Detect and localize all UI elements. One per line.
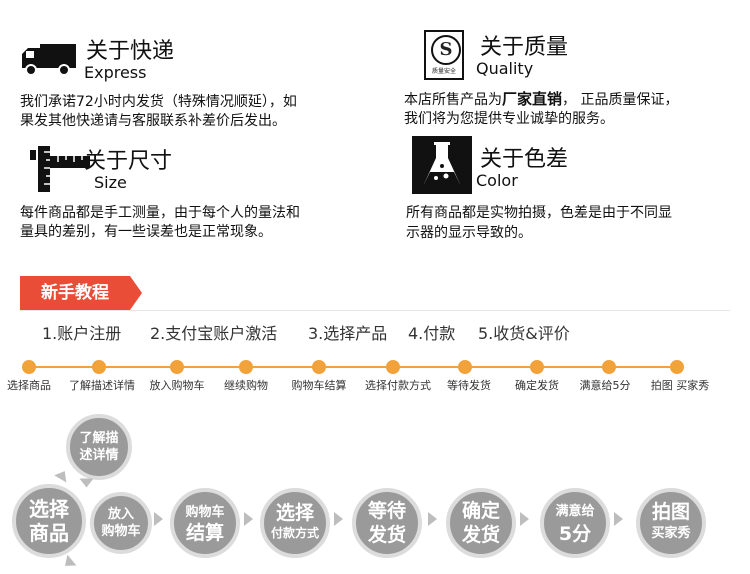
- arrow-right-icon: [244, 512, 253, 526]
- tutorial-divider: [20, 310, 730, 311]
- timeline-label: 继续购物: [224, 379, 268, 392]
- timeline-label: 确定发货: [515, 379, 559, 392]
- flow-node-cart: 放入购物车: [90, 492, 152, 554]
- timeline-dot: [312, 360, 326, 374]
- express-subtitle: Express: [84, 63, 147, 82]
- flow-node-line: 满意给: [555, 504, 595, 519]
- timeline-dot: [239, 360, 253, 374]
- timeline-label: 购物车结算: [291, 379, 347, 392]
- color-text-1: 所有商品都是实物拍摄，色差是由于不同显: [406, 205, 672, 221]
- tutorial-tag-tail: [130, 276, 142, 310]
- flow-node-line: 等待: [367, 500, 406, 522]
- color-title: 关于色差: [480, 147, 569, 172]
- arrow-right-icon: [614, 512, 623, 526]
- flow-node-line: 拍图: [651, 501, 690, 523]
- size-text-1: 每件商品都是手工测量，由于每个人的量法和: [20, 205, 300, 221]
- tutorial-tag: 新手教程: [20, 276, 130, 310]
- flow-node-line: 确定: [461, 500, 500, 522]
- flow-node-line: 选择: [275, 502, 314, 524]
- timeline-dot: [602, 360, 616, 374]
- flow-node-line: 买家秀: [651, 526, 691, 541]
- flow-node-line: 选择: [29, 497, 69, 521]
- seal-caption: 质量安全: [431, 68, 456, 75]
- quality-title: 关于质量: [480, 35, 569, 60]
- timeline-dot: [92, 360, 106, 374]
- step-title-4: 4.付款: [408, 324, 456, 343]
- flow-node-line: 发货: [367, 524, 406, 546]
- express-title: 关于快递: [86, 39, 175, 64]
- quality-section: S 质量安全 关于质量 Quality 本店所售产品为厂家直销， 正品质量保证，…: [404, 30, 750, 133]
- quality-text-1a: 本店所售产品为: [404, 92, 502, 108]
- flow-node-line: 了解描: [79, 431, 119, 446]
- timeline-label: 选择付款方式: [365, 379, 431, 392]
- timeline-label: 等待发货: [447, 379, 491, 392]
- truck-icon: [22, 44, 76, 76]
- flow-node-line: 发货: [461, 524, 500, 546]
- flow-node-checkout: 购物车结算: [170, 488, 240, 558]
- arrow-right-icon: [154, 512, 163, 526]
- arrow-right-icon: [334, 512, 343, 526]
- quality-text-1: 本店所售产品为厂家直销， 正品质量保证，: [404, 88, 678, 111]
- color-subtitle: Color: [476, 171, 518, 190]
- quality-text-2: 我们将为您提供专业诚挚的服务。: [404, 111, 614, 127]
- timeline-dot: [530, 360, 544, 374]
- timeline-dot: [386, 360, 400, 374]
- color-section: 关于色差 Color 所有商品都是实物拍摄，色差是由于不同显 示器的显示导致的。: [404, 136, 750, 244]
- timeline-label: 拍图 买家秀: [650, 379, 710, 392]
- flow-node-line: 商品: [29, 521, 69, 545]
- timeline-dot: [22, 360, 36, 374]
- flow-node-line: 结算: [185, 522, 224, 544]
- timeline-dot: [670, 360, 684, 374]
- arrow-right-icon: [428, 512, 437, 526]
- flow-node-line: 购物车: [185, 505, 225, 520]
- quality-text-1c: ， 正品质量保证，: [562, 92, 679, 108]
- flow-node-line: 付款方式: [270, 526, 319, 540]
- arrow-down-icon: [79, 478, 94, 488]
- timeline-dot: [458, 360, 472, 374]
- quality-highlight: 厂家直销: [502, 90, 563, 108]
- flow-node-line: 述详情: [79, 448, 119, 463]
- flow-node-line: 购物车: [101, 524, 141, 539]
- flow-node-understand: 了解描述详情: [66, 414, 132, 480]
- step-title-1: 1.账户注册: [42, 324, 122, 343]
- flow-node-payment: 选择付款方式: [260, 488, 330, 558]
- flow-node-select: 选择商品: [12, 484, 86, 558]
- timeline-label: 满意给5分: [579, 379, 631, 392]
- quality-seal-icon: S 质量安全: [424, 30, 464, 80]
- color-text-2: 示器的显示导致的。: [406, 225, 532, 241]
- size-text-2: 量具的差别，有一些误差也是正常现象。: [20, 224, 272, 240]
- size-subtitle: Size: [94, 173, 127, 192]
- arrow-down-icon: [60, 554, 77, 572]
- flow-node-review: 拍图买家秀: [636, 488, 706, 558]
- flow-node-rate: 满意给 5分: [540, 488, 610, 558]
- arrow-right-icon: [520, 512, 529, 526]
- timeline-label: 了解描述详情: [69, 379, 135, 392]
- step-title-2: 2.支付宝账户激活: [150, 324, 278, 343]
- express-text-2: 果发其他快递请与客服联系补差价后发出。: [20, 113, 286, 129]
- flow-node-line: 放入: [107, 507, 134, 522]
- flow-node-line: 5分: [558, 523, 592, 545]
- express-section: 关于快递 Express 我们承诺72小时内发货（特殊情况顺延），如 果发其他快…: [20, 38, 380, 133]
- seal-circle: S: [431, 35, 461, 65]
- flask-icon: [412, 136, 472, 194]
- step-title-5: 5.收货&评价: [478, 324, 570, 343]
- size-title: 关于尺寸: [84, 149, 173, 174]
- size-section: 关于尺寸 Size 每件商品都是手工测量，由于每个人的量法和 量具的差别，有一些…: [20, 144, 380, 244]
- flow-node-wait: 等待发货: [352, 488, 422, 558]
- arrow-up-icon: [54, 467, 71, 483]
- step-title-3: 3.选择产品: [308, 324, 388, 343]
- flow-node-confirm: 确定发货: [446, 488, 516, 558]
- timeline-label: 选择商品: [7, 379, 51, 392]
- timeline-dot: [170, 360, 184, 374]
- timeline-label: 放入购物车: [149, 379, 205, 392]
- timeline-line: [28, 366, 678, 368]
- ruler-icon: [30, 146, 90, 192]
- quality-subtitle: Quality: [476, 59, 534, 78]
- express-text-1: 我们承诺72小时内发货（特殊情况顺延），如: [20, 94, 297, 110]
